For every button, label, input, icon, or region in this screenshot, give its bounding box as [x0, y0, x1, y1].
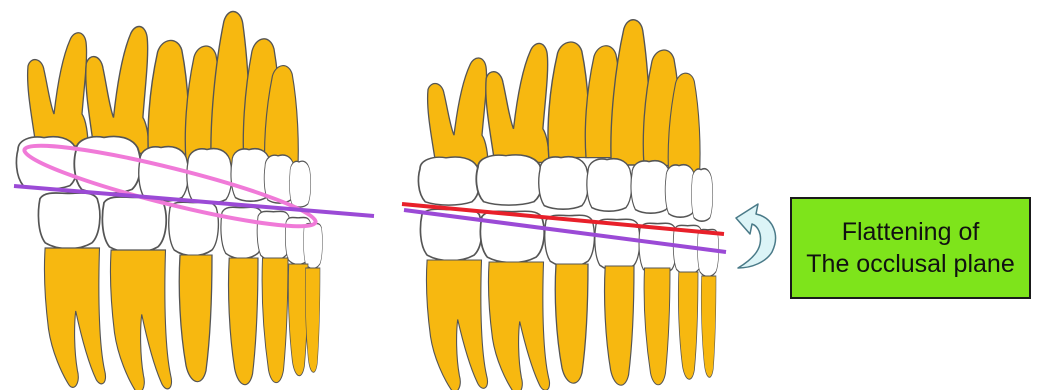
curved-rotate-arrow-icon	[736, 204, 775, 268]
right-upper-roots	[428, 20, 700, 177]
right-lower-roots	[426, 260, 716, 390]
right-dental-arch	[402, 20, 726, 390]
caption-line-1: Flattening of	[842, 216, 980, 248]
caption-label-box: Flattening of The occlusal plane	[790, 197, 1031, 299]
left-lower-roots	[44, 248, 320, 390]
left-dental-arch	[14, 12, 374, 390]
caption-line-2: The occlusal plane	[806, 248, 1014, 280]
